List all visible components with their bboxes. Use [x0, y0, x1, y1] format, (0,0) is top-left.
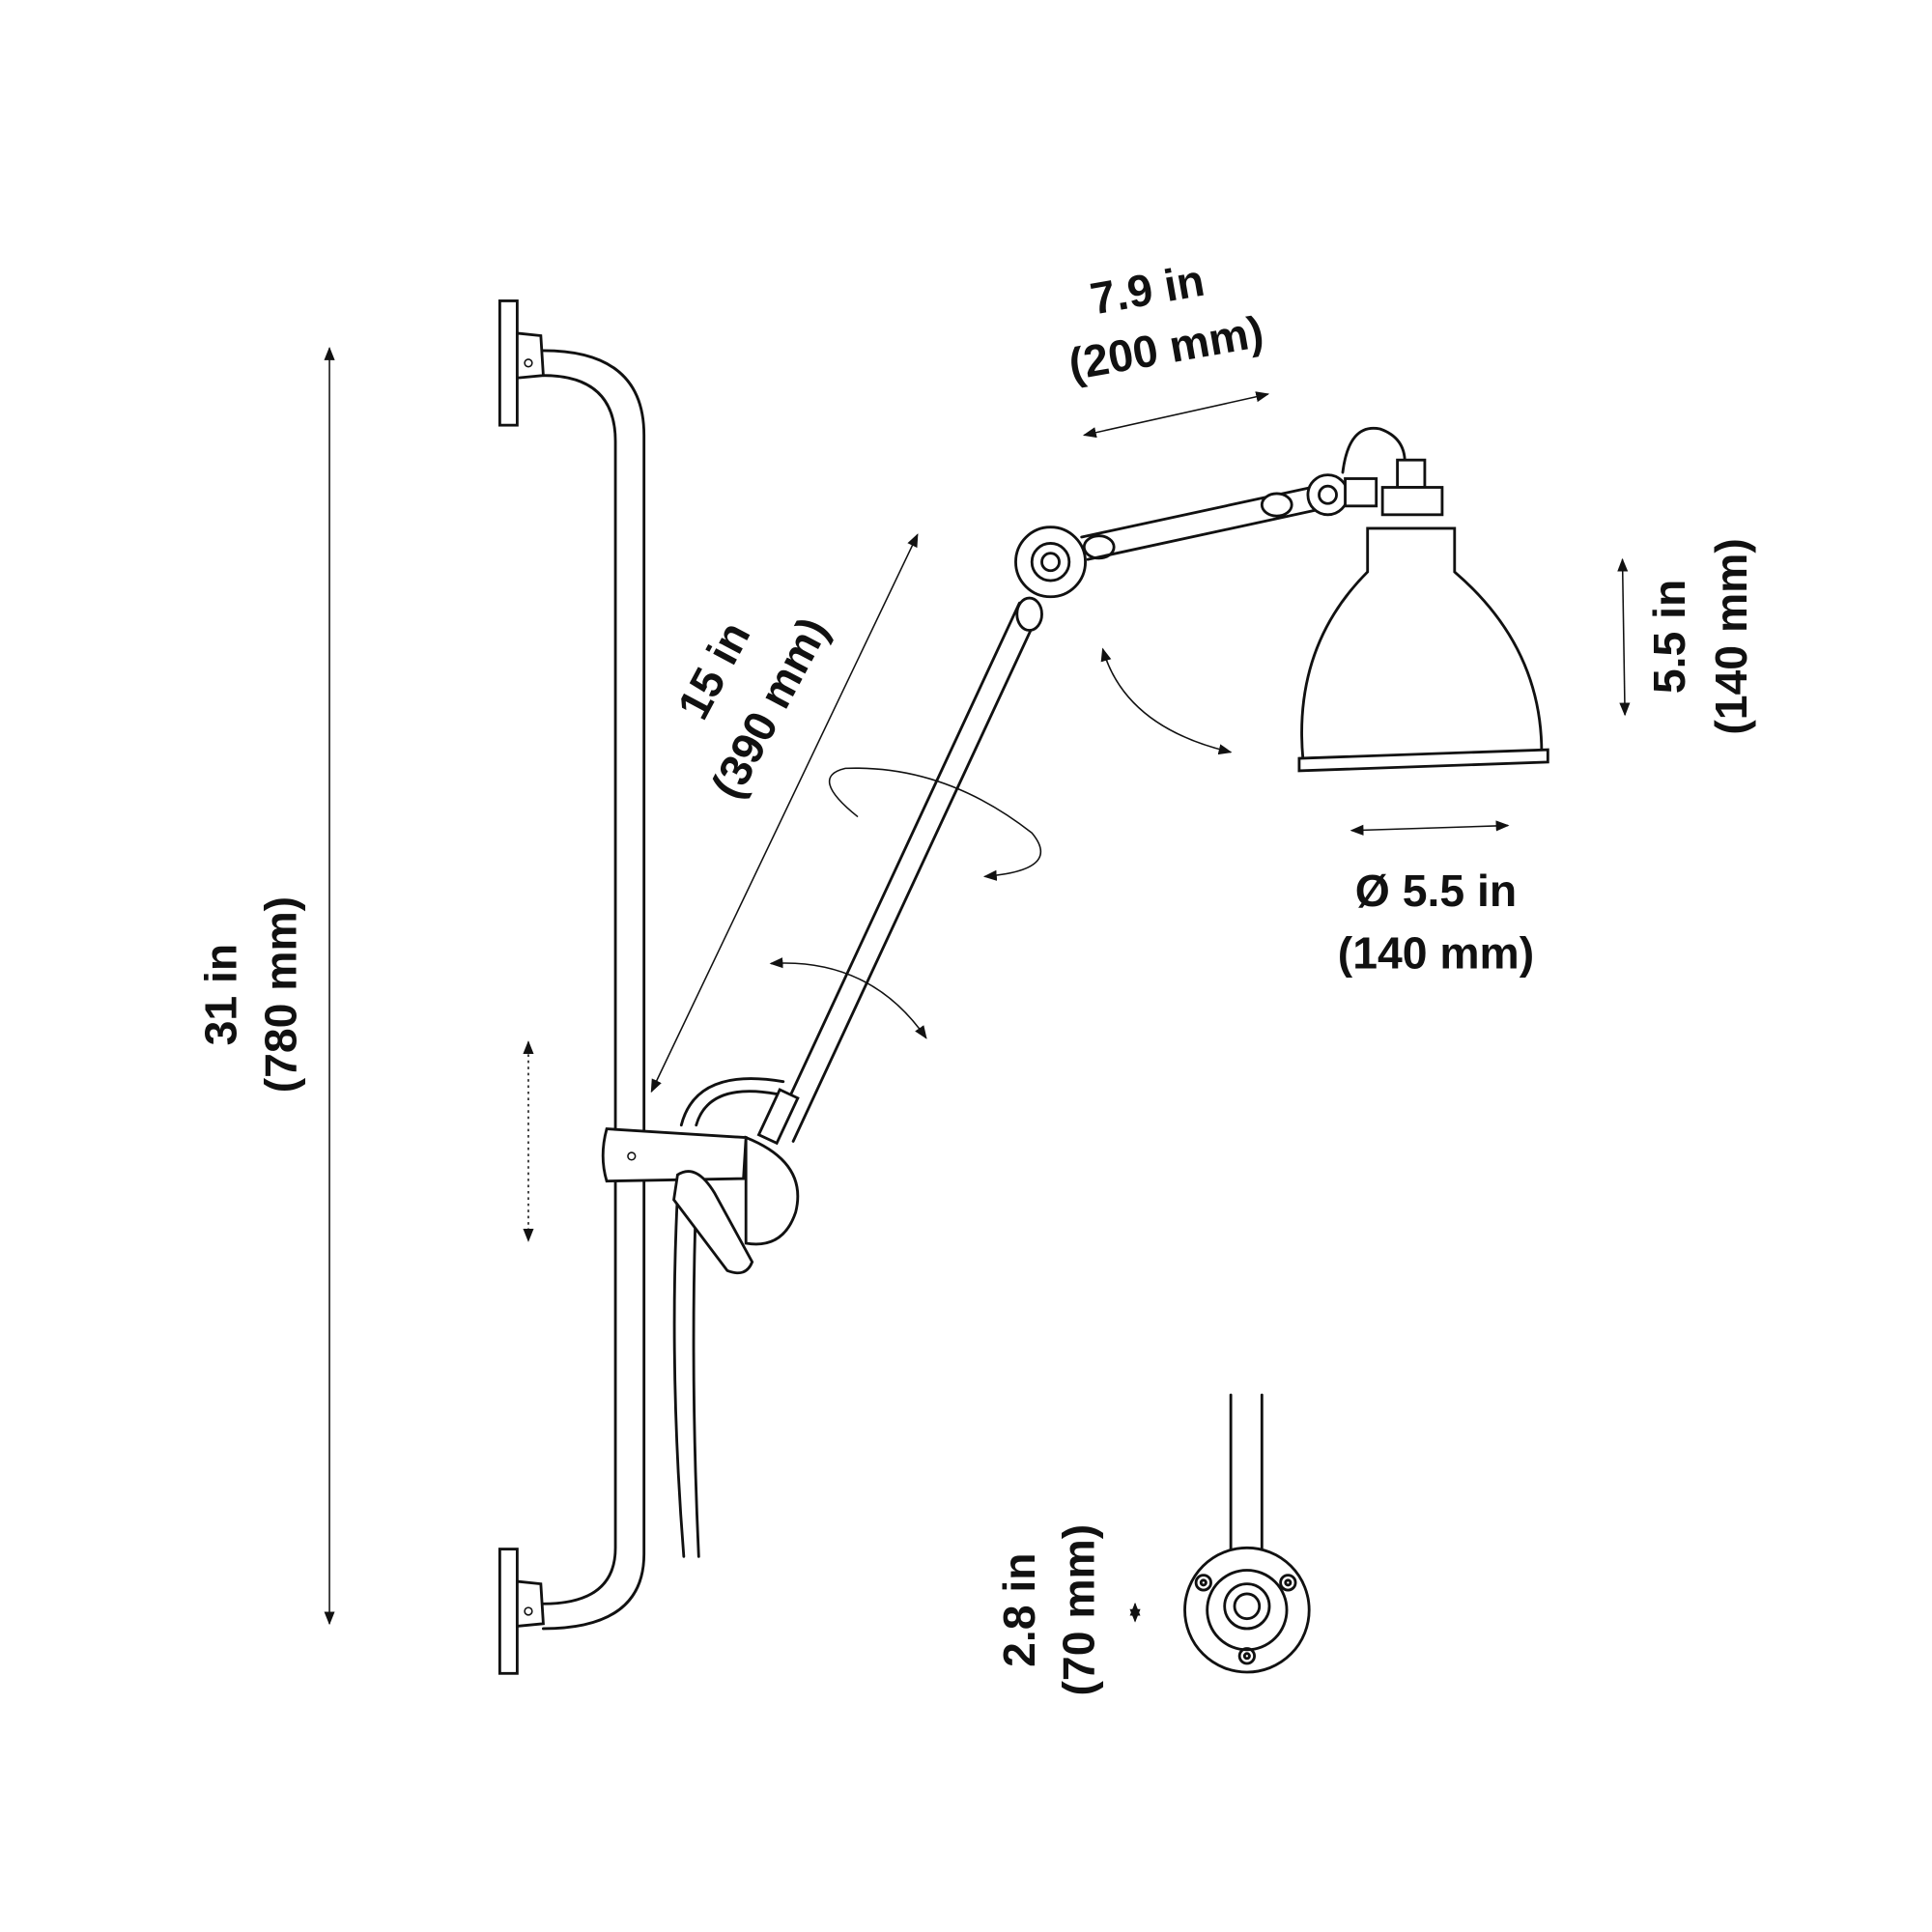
head-block	[1344, 477, 1378, 508]
head-disc	[1306, 473, 1350, 517]
shade-height-dimension: 5.5 in (140 mm)	[1617, 538, 1756, 735]
clamp-knob	[672, 1170, 754, 1275]
bottom-bracket	[515, 1579, 545, 1628]
shade-height-metric: (140 mm)	[1706, 538, 1756, 734]
arm-tilt-arrow	[769, 957, 927, 1039]
shade-diameter-dimension: Ø 5.5 in (140 mm)	[1338, 820, 1534, 979]
base-boss	[1223, 1582, 1271, 1631]
lower-arm-arrow	[650, 533, 919, 1094]
wall-rail	[497, 299, 646, 1675]
lower-arm-tube	[769, 601, 1041, 1143]
upper-arm-dimension: 7.9 in (200 mm)	[1065, 255, 1270, 439]
elbow-rivet-lower	[1015, 596, 1043, 632]
lamp-shade	[1297, 458, 1549, 773]
upper-arm-arrow	[1082, 391, 1270, 439]
height-metric: (780 mm)	[255, 896, 305, 1093]
shade-height-imperial: 5.5 in	[1644, 580, 1694, 694]
base-screw-bottom-icon	[1237, 1647, 1256, 1665]
power-cord	[672, 1192, 700, 1558]
upper-arm-imperial: 7.9 in	[1087, 255, 1208, 325]
elbow-pin	[1040, 552, 1061, 573]
head-joint	[1260, 426, 1406, 518]
clamp-collar	[601, 1127, 748, 1183]
shade-diameter-arrow	[1350, 820, 1510, 836]
socket-body	[1380, 486, 1444, 517]
shade-diameter-imperial: Ø 5.5 in	[1355, 866, 1517, 916]
arm-rotation-arrow	[828, 767, 1042, 881]
base-screw-right-icon	[1279, 1574, 1297, 1592]
base-screw-bottom-center	[1242, 1652, 1251, 1661]
shade-diameter-metric: (140 mm)	[1338, 928, 1534, 979]
base-diameter-metric: (70 mm)	[1054, 1524, 1104, 1696]
head-pin	[1318, 484, 1338, 505]
base-screw-right-center	[1284, 1578, 1293, 1587]
clamp-screw-icon	[627, 1151, 637, 1161]
base-detail	[1183, 1393, 1311, 1674]
clamp-joint	[601, 1077, 800, 1275]
elbow-joint	[1014, 526, 1116, 632]
base-diameter-dimension: 2.8 in (70 mm)	[994, 1524, 1141, 1696]
top-bracket	[515, 331, 545, 380]
lower-arm-sleeve	[756, 1088, 800, 1146]
bottom-screw-icon	[524, 1606, 533, 1616]
clamp-housing	[744, 1135, 800, 1246]
rail-tube-inner	[542, 374, 617, 1605]
base-tube-end	[1233, 1592, 1262, 1621]
shade-tilt-arrow	[1100, 647, 1233, 755]
elbow-hub	[1030, 542, 1071, 582]
height-imperial: 31 in	[196, 944, 246, 1046]
shade-rim	[1297, 748, 1549, 773]
base-diameter-imperial: 2.8 in	[994, 1552, 1044, 1666]
socket-cap	[1396, 458, 1427, 489]
head-hook	[1341, 426, 1406, 474]
shade-bell	[1300, 526, 1544, 760]
lower-arm-dimension: 15 in (390 mm)	[650, 533, 919, 1094]
shade-height-arrow	[1617, 557, 1631, 717]
top-wall-plate	[497, 299, 519, 427]
top-screw-icon	[524, 358, 533, 368]
head-rivet	[1260, 492, 1293, 518]
base-screw-left-icon	[1194, 1574, 1212, 1592]
rail-tube-outer	[542, 349, 646, 1631]
bottom-wall-plate	[497, 1548, 519, 1675]
base-screw-left-center	[1199, 1578, 1208, 1587]
total-height-dimension: 31 in (780 mm)	[196, 346, 335, 1626]
